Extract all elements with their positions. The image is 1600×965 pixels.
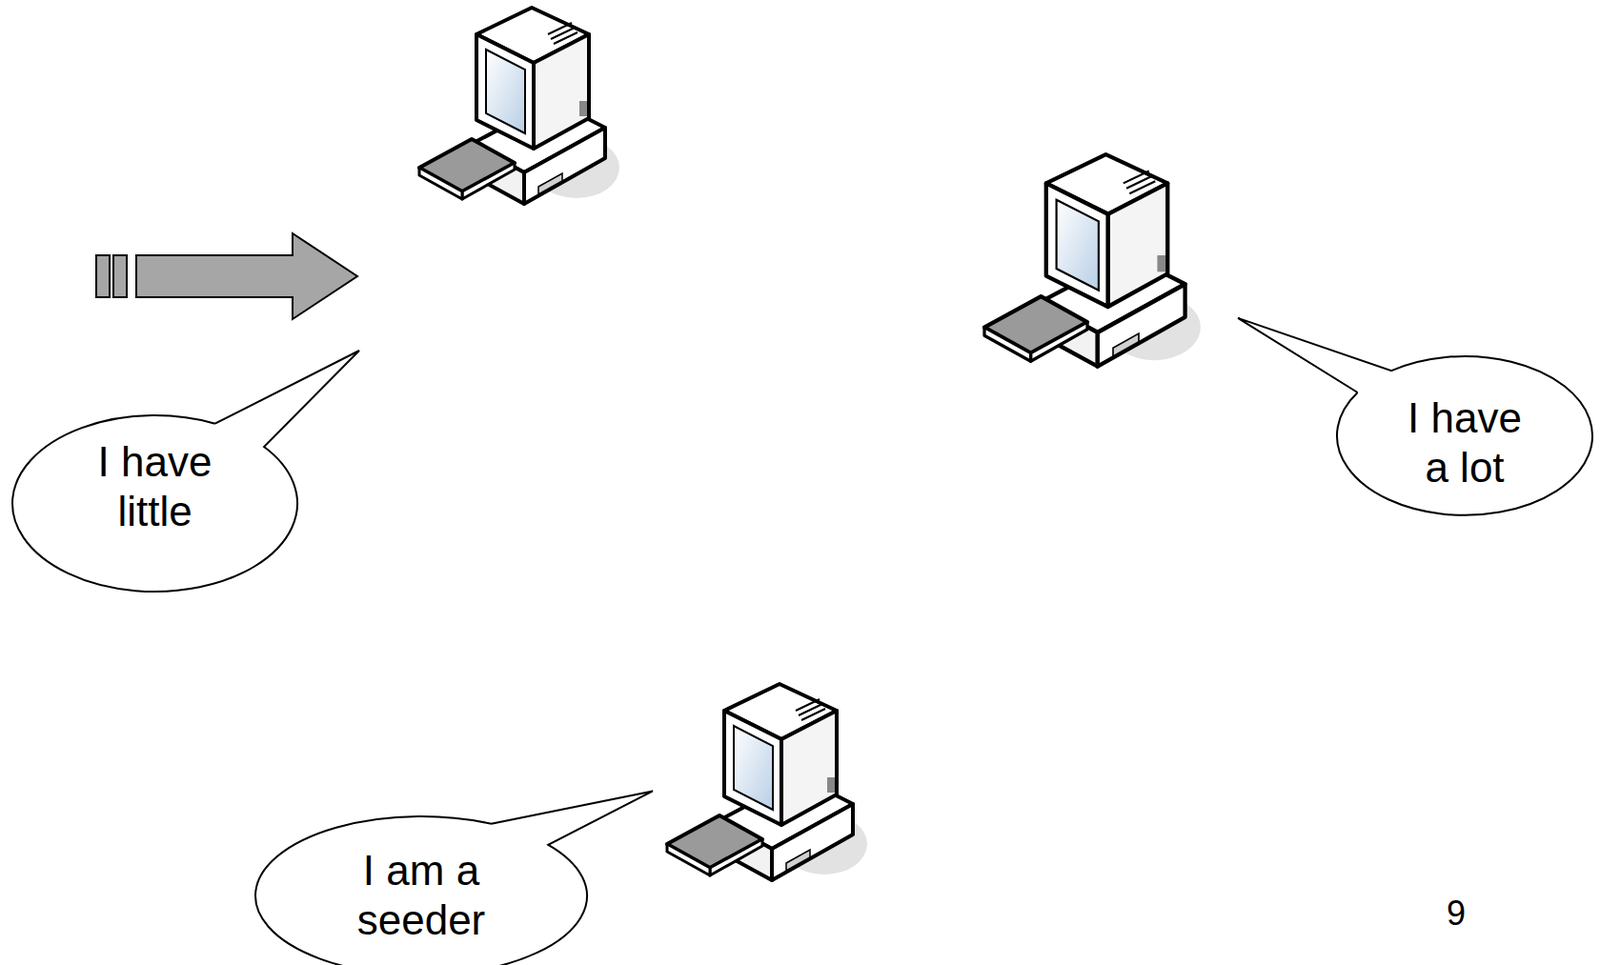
speech-bubble: I am a seeder — [253, 814, 589, 965]
bubble-path — [12, 350, 360, 592]
speech-bubble: I have little — [10, 413, 300, 594]
incoming-arrow — [96, 233, 358, 320]
bubble-text: I have little — [76, 437, 234, 537]
computer-icon — [667, 684, 868, 881]
bubble-text: I have a lot — [1391, 393, 1540, 493]
bubble-path — [255, 790, 653, 965]
bubble-text: I am a seeder — [325, 846, 517, 946]
slide-number: 9 — [1446, 893, 1466, 934]
computer-icon — [419, 7, 620, 204]
speech-bubble: I have a lot — [1335, 354, 1595, 518]
bubble-path — [1237, 318, 1593, 516]
computer-icon — [984, 154, 1201, 366]
